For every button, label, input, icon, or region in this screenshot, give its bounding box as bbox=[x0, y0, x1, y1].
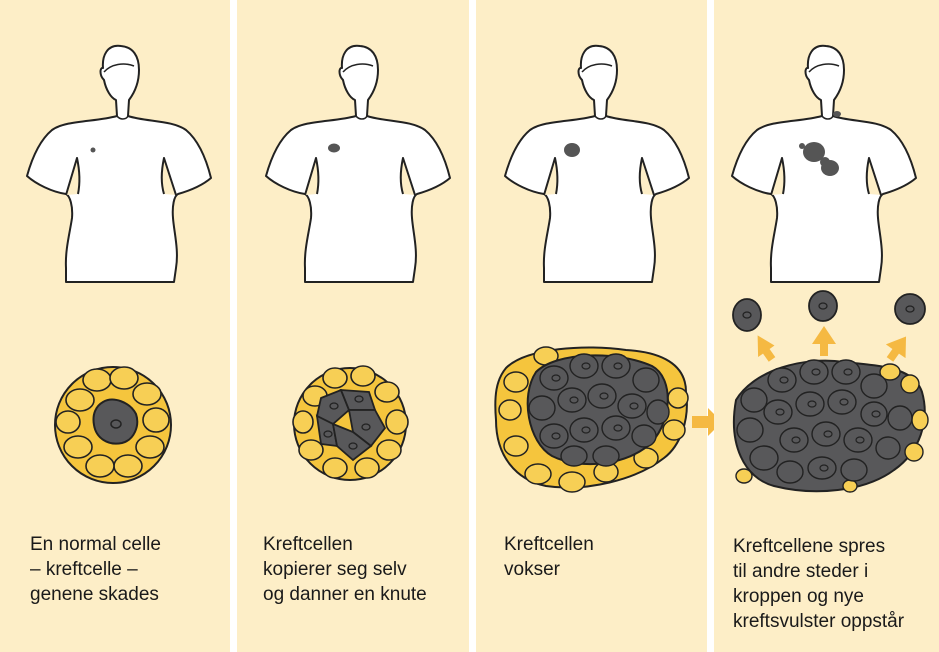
stage-caption-1: En normal celle – kreftcelle – genene sk… bbox=[30, 532, 161, 607]
tumor-spot bbox=[328, 144, 340, 153]
tumor-spot bbox=[91, 148, 96, 153]
cell-cluster bbox=[55, 367, 171, 483]
cell-cluster bbox=[495, 347, 688, 492]
stage-caption-3: Kreftcellen vokser bbox=[504, 532, 594, 582]
stage-panel-1: En normal celle – kreftcelle – genene sk… bbox=[0, 0, 230, 652]
stage-panel-3: Kreftcellen vokser bbox=[476, 0, 707, 652]
stage-caption-2: Kreftcellen kopierer seg selv og danner … bbox=[263, 532, 427, 607]
detached-cancer-cells bbox=[733, 291, 925, 331]
cell-cluster bbox=[734, 360, 928, 492]
stage-panel-2: Kreftcellen kopierer seg selv og danner … bbox=[237, 0, 469, 652]
human-figure bbox=[266, 46, 450, 282]
stage-caption-4: Kreftcellene spres til andre steder i kr… bbox=[733, 534, 904, 634]
tumor-spot bbox=[564, 143, 580, 157]
human-figure bbox=[27, 46, 211, 282]
stage-panel-4: Kreftcellene spres til andre steder i kr… bbox=[714, 0, 939, 652]
cell-cluster bbox=[293, 366, 408, 480]
human-figure bbox=[505, 46, 689, 282]
